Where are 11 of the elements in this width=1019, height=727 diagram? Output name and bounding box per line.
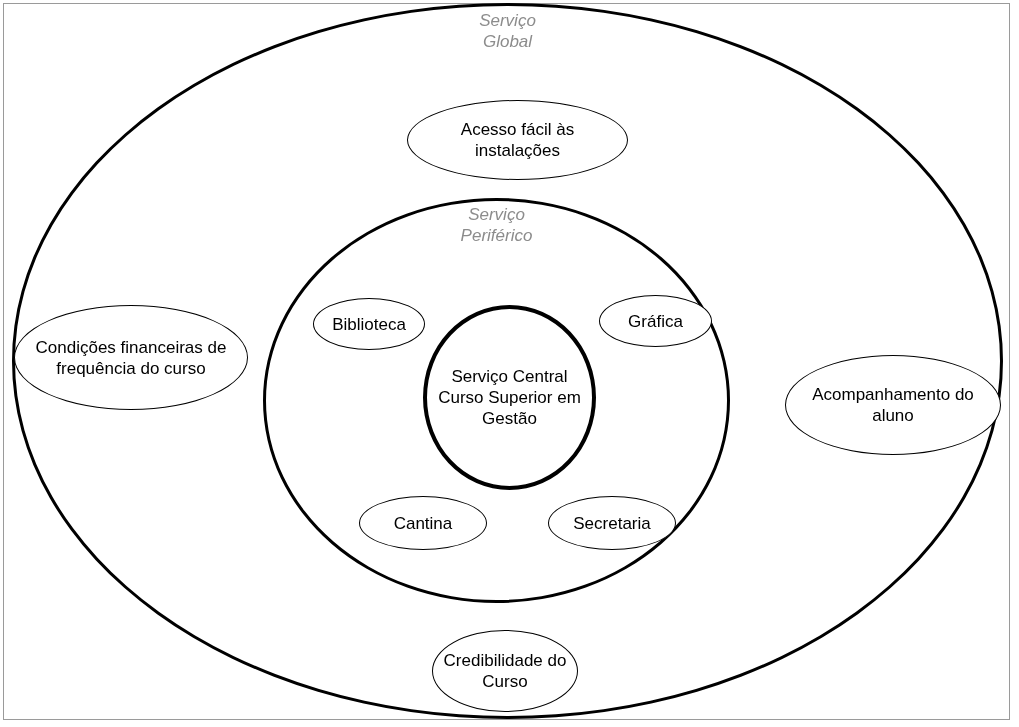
item-oval: Condições financeiras de frequência do curso bbox=[14, 305, 248, 410]
item-oval: Serviço Central Curso Superior em Gestão bbox=[423, 305, 596, 490]
item-oval: Cantina bbox=[359, 496, 487, 550]
item-oval: Biblioteca bbox=[313, 298, 425, 350]
item-oval: Gráfica bbox=[599, 295, 712, 347]
item-oval: Secretaria bbox=[548, 496, 676, 550]
ring-heading: Serviço Periférico bbox=[459, 204, 534, 246]
ring-heading: Serviço Global bbox=[478, 10, 537, 52]
item-oval: Acesso fácil às instalações bbox=[407, 100, 628, 180]
item-oval: Credibilidade do Curso bbox=[432, 630, 578, 712]
item-oval: Acompanhamento do aluno bbox=[785, 355, 1001, 455]
